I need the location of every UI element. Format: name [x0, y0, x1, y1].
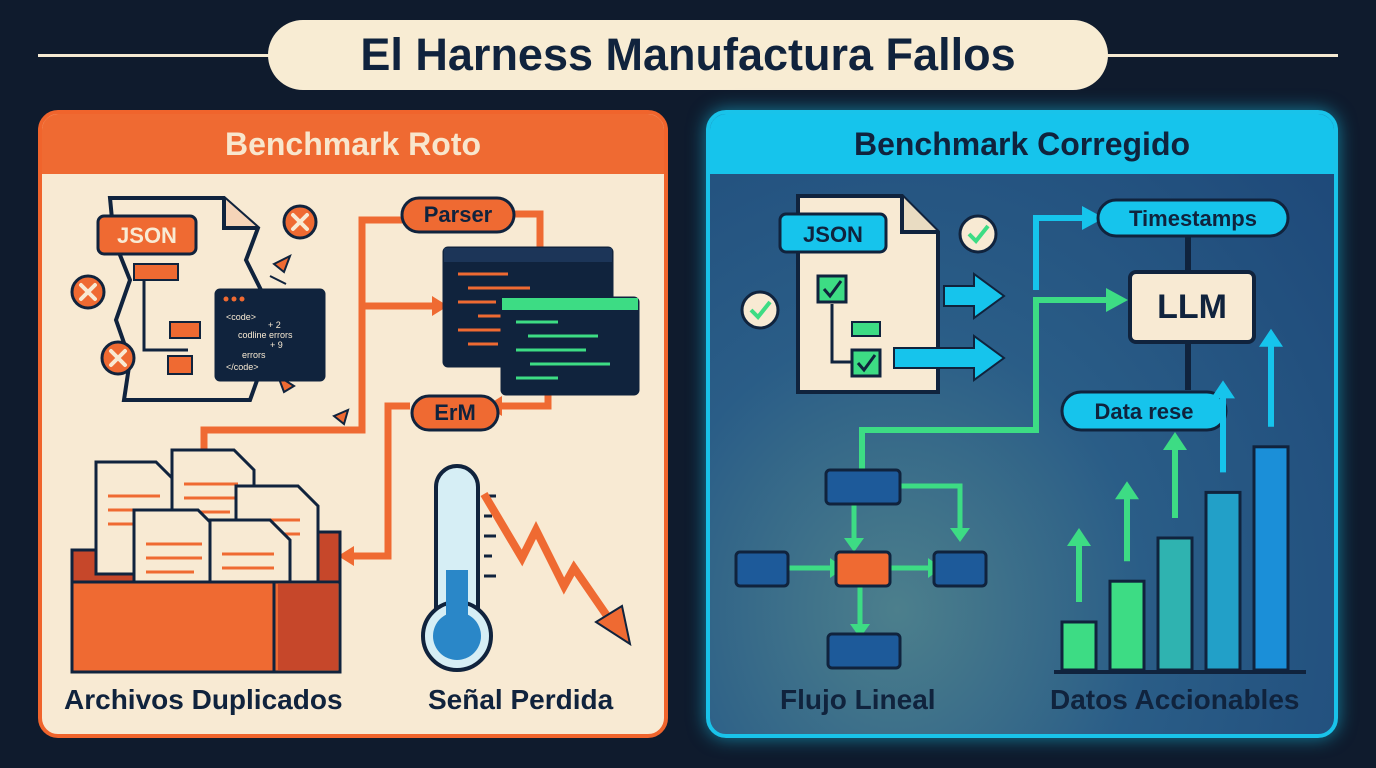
page-title: El Harness Manufactura Fallos: [268, 20, 1108, 90]
arrow-icon: [1067, 528, 1091, 546]
broken-illustration: JSON <code> + 2 codline errors + 9 error…: [70, 196, 640, 674]
code-line-3: codline errors: [238, 330, 293, 340]
broken-loop-arrows: [200, 210, 552, 560]
fixed-illustration: JSON: [734, 194, 1306, 674]
code-line-6: </code>: [226, 362, 259, 372]
caption-signal: Señal Perdida: [428, 684, 614, 715]
code-line-1: <code>: [226, 312, 256, 322]
bar-1: [1060, 620, 1098, 672]
bar-3: [1156, 536, 1194, 672]
broken-json-document-icon: JSON: [96, 196, 350, 426]
bar-5: [1252, 445, 1290, 672]
bar-chart-icon: [1054, 328, 1306, 674]
caption-flow: Flujo Lineal: [780, 684, 936, 715]
document-icon: JSON: [778, 194, 940, 394]
bar-2: [1108, 579, 1146, 672]
broken-benchmark-panel: Benchmark Roto JSON <code> + 2 codlin: [38, 110, 668, 738]
fixed-json-tag: JSON: [803, 222, 863, 247]
code-line-4: + 9: [270, 340, 283, 350]
broken-json-tag: JSON: [117, 223, 177, 248]
timestamps-label: Timestamps: [1129, 206, 1257, 231]
title-rule-left: [38, 54, 270, 57]
broken-panel-heading: Benchmark Roto: [42, 114, 664, 174]
code-line-2: + 2: [268, 320, 281, 330]
arrow-icon: [893, 272, 1006, 382]
pipeline-connectors: [859, 215, 1191, 470]
error-x-icon: [70, 274, 106, 310]
signal-drop-arrow-icon: [480, 491, 632, 647]
title-rule-right: [1106, 54, 1338, 57]
bar-4: [1204, 490, 1242, 672]
code-window-icon: [442, 246, 640, 396]
check-icon: [740, 290, 780, 330]
folder-icon: [70, 448, 342, 674]
caption-files: Archivos Duplicados: [64, 684, 343, 715]
fixed-benchmark-panel: Benchmark Corregido JSON: [706, 110, 1338, 738]
thermometer-icon: [421, 464, 496, 672]
check-icon: [958, 214, 998, 254]
arrow-icon: [1115, 481, 1139, 500]
arrow-icon: [1163, 432, 1187, 450]
error-x-icon: [282, 204, 318, 240]
flowchart-icon: [734, 468, 988, 670]
arrow-icon: [1082, 206, 1128, 312]
caption-data: Datos Accionables: [1050, 684, 1300, 715]
code-window-icon: <code> + 2 codline errors + 9 errors </c…: [214, 288, 326, 382]
error-label: ErM: [434, 400, 476, 425]
fixed-panel-heading: Benchmark Corregido: [710, 114, 1334, 174]
code-line-5: errors: [242, 350, 266, 360]
arrow-icon: [1259, 328, 1283, 347]
llm-label: LLM: [1157, 288, 1227, 326]
parser-label: Parser: [424, 202, 493, 227]
error-x-icon: [100, 340, 136, 376]
data-label: Data rese: [1094, 399, 1193, 424]
arrow-icon: [1211, 380, 1235, 399]
